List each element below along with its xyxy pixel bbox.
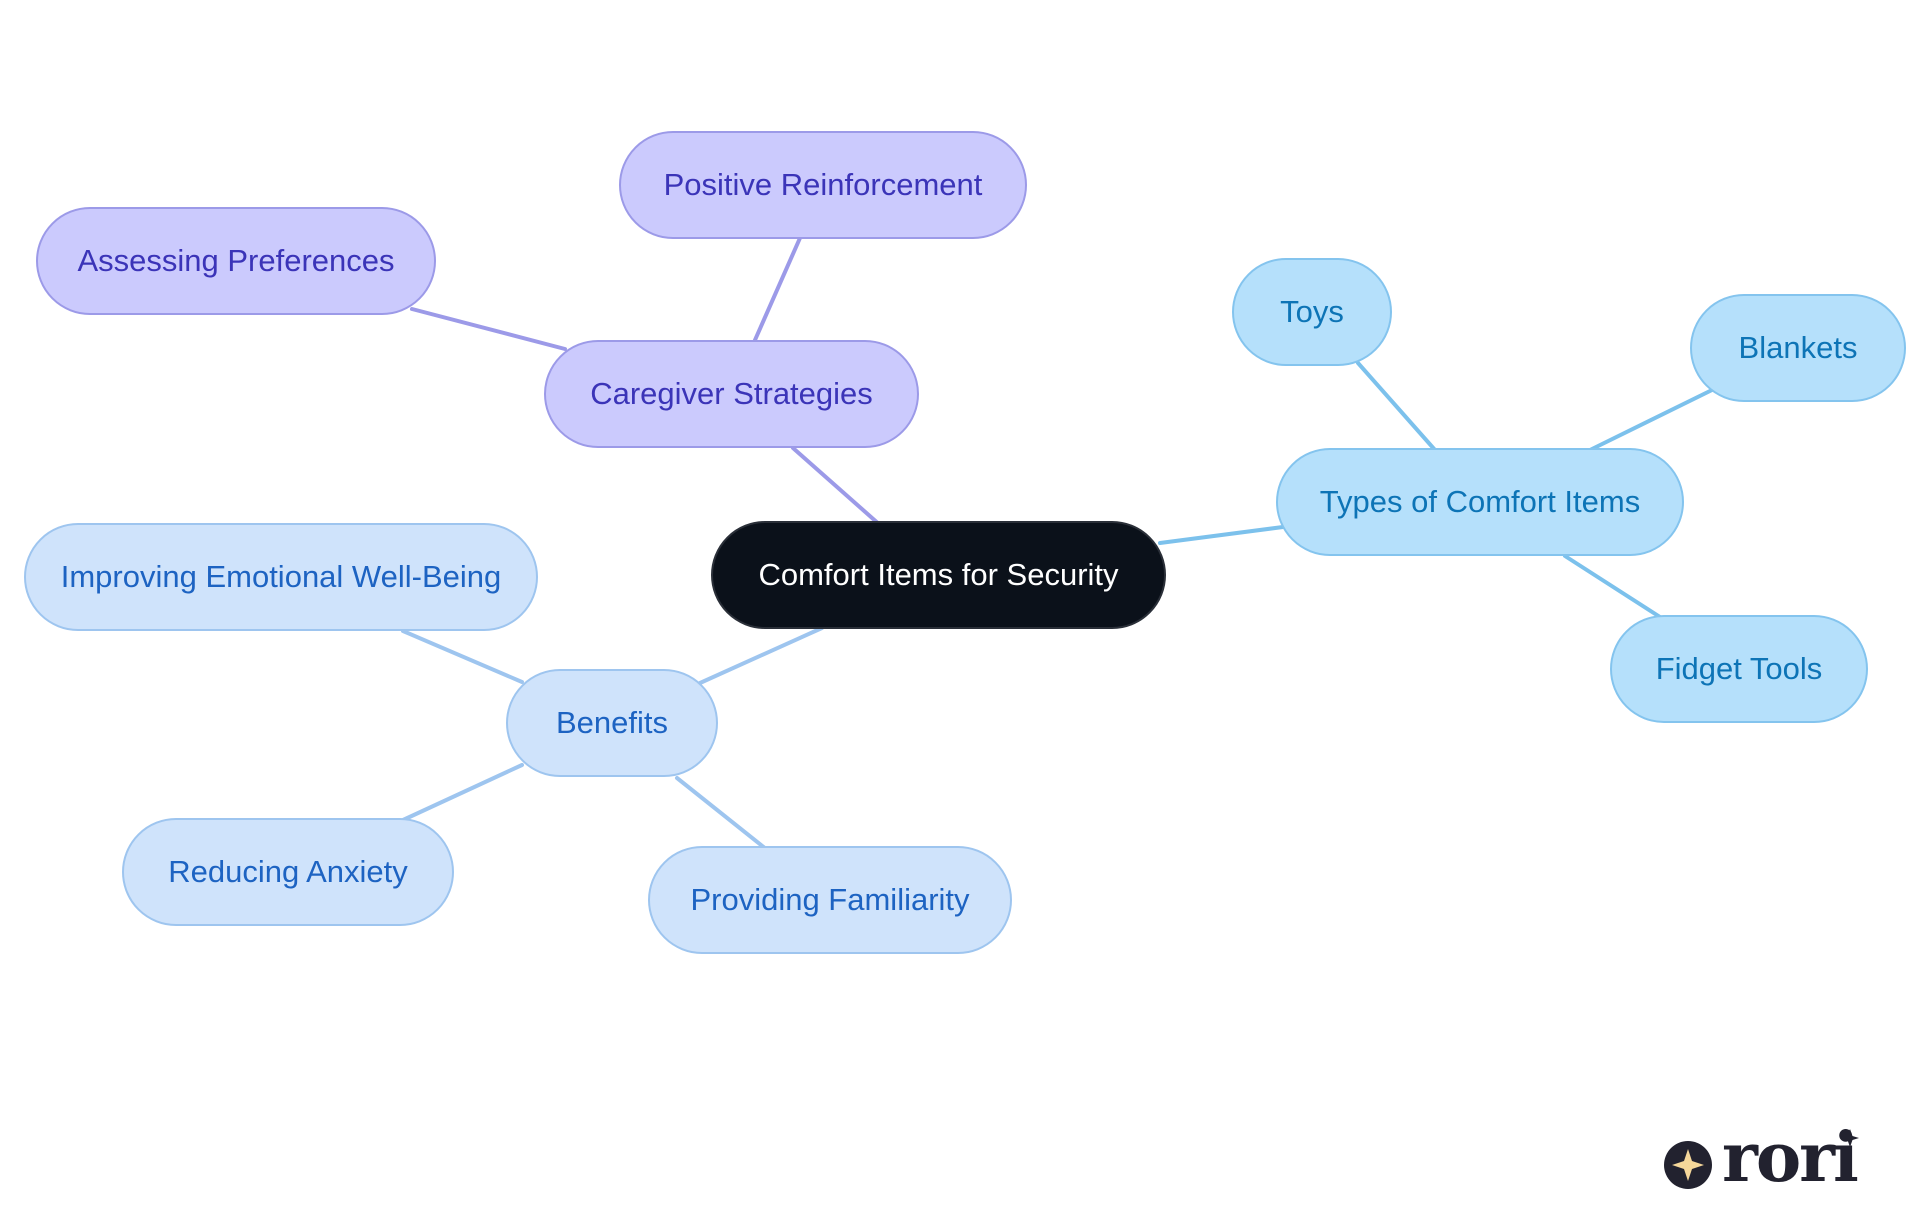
leaf-assessing-preferences-label: Assessing Preferences xyxy=(77,243,395,278)
leaf-blankets-label: Blankets xyxy=(1738,330,1858,365)
branch-benefits-label: Benefits xyxy=(555,705,668,740)
leaf-positive-reinforcement-label: Positive Reinforcement xyxy=(663,167,983,202)
edge-benefits-improving xyxy=(401,629,524,684)
edge-types-fidget xyxy=(1563,554,1662,619)
leaf-toys-label: Toys xyxy=(1280,294,1344,329)
root-node[interactable]: Comfort Items for Security xyxy=(711,521,1166,629)
branch-caregiver-strategies-label: Caregiver Strategies xyxy=(590,376,873,411)
edge-root-types xyxy=(1158,525,1285,545)
leaf-improving-emotional-well-being-label: Improving Emotional Well-Being xyxy=(60,559,502,594)
sparkle-icon xyxy=(1664,1129,1859,1189)
edge-benefits-reducing xyxy=(401,763,524,822)
edge-root-benefits xyxy=(698,626,824,685)
leaf-reducing-anxiety-label: Reducing Anxiety xyxy=(168,854,408,889)
edge-caregiver-positive xyxy=(753,236,802,342)
leaf-blankets[interactable]: Blankets xyxy=(1690,294,1906,402)
rori-logo: rori xyxy=(1660,1118,1870,1198)
leaf-fidget-tools-label: Fidget Tools xyxy=(1655,651,1823,686)
leaf-assessing-preferences[interactable]: Assessing Preferences xyxy=(36,207,436,315)
branch-caregiver-strategies[interactable]: Caregiver Strategies xyxy=(544,340,919,448)
edge-types-toys xyxy=(1356,361,1437,452)
leaf-toys[interactable]: Toys xyxy=(1232,258,1392,366)
logo-wordmark: rori xyxy=(1722,1118,1859,1198)
leaf-providing-familiarity[interactable]: Providing Familiarity xyxy=(648,846,1012,954)
leaf-improving-emotional-well-being[interactable]: Improving Emotional Well-Being xyxy=(24,523,538,631)
branch-benefits[interactable]: Benefits xyxy=(506,669,718,777)
branch-types-of-comfort-items-label: Types of Comfort Items xyxy=(1319,484,1641,519)
leaf-reducing-anxiety[interactable]: Reducing Anxiety xyxy=(122,818,454,926)
leaf-fidget-tools[interactable]: Fidget Tools xyxy=(1610,615,1868,723)
branch-types-of-comfort-items[interactable]: Types of Comfort Items xyxy=(1276,448,1684,556)
root-node-label: Comfort Items for Security xyxy=(758,557,1119,592)
edge-caregiver-assessing xyxy=(410,307,567,351)
leaf-providing-familiarity-label: Providing Familiarity xyxy=(690,882,970,917)
edge-types-blankets xyxy=(1588,388,1714,452)
edge-root-caregiver xyxy=(791,446,882,527)
edge-benefits-providing xyxy=(675,776,768,851)
leaf-positive-reinforcement[interactable]: Positive Reinforcement xyxy=(619,131,1027,239)
